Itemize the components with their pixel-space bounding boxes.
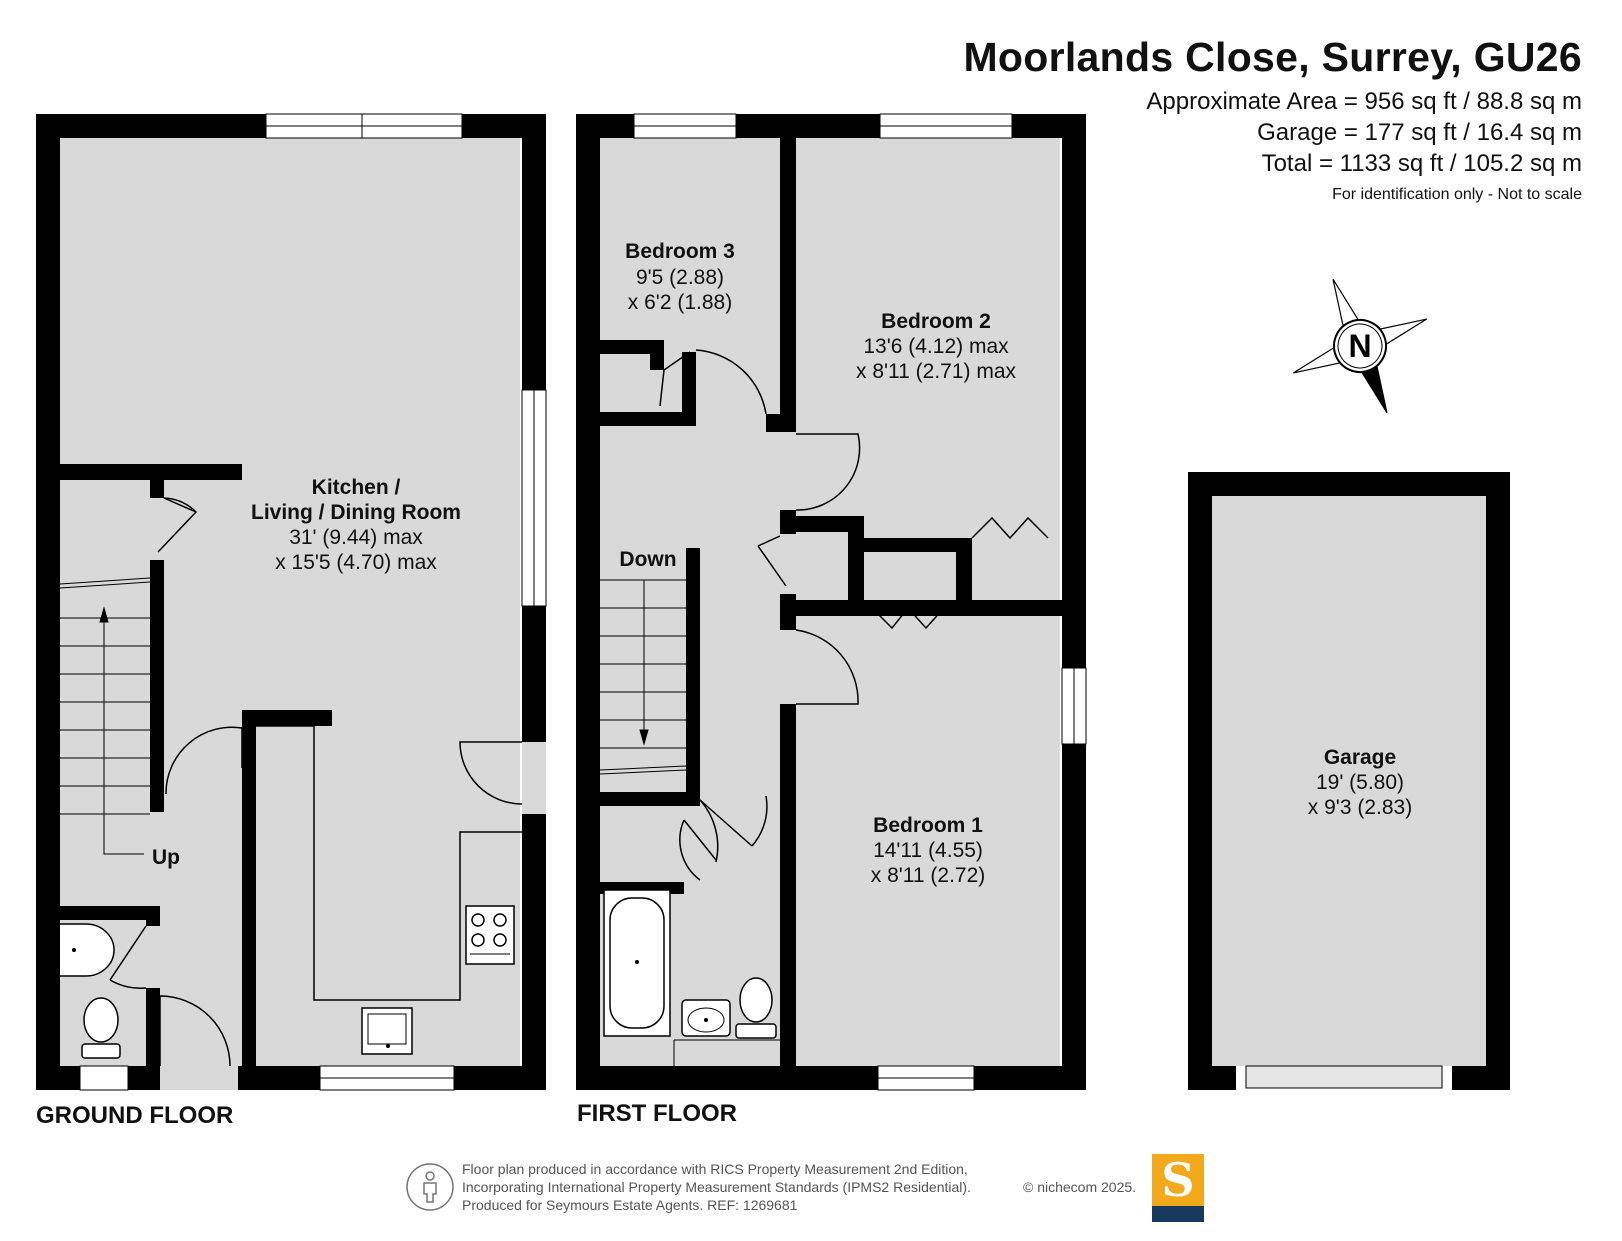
- internal-wall: [146, 906, 160, 926]
- ground-floor-plan: [36, 113, 547, 1091]
- bedroom3-dimension-2: x 6'2 (1.88): [628, 291, 732, 314]
- door-swing: [795, 629, 859, 705]
- scale-disclaimer: For identification only - Not to scale: [1332, 186, 1582, 203]
- brand-logo-base: [1152, 1206, 1204, 1222]
- door-swing: [165, 726, 243, 795]
- internal-wall: [780, 600, 1062, 616]
- bedroom3-name: Bedroom 3: [625, 240, 735, 263]
- door-swing: [159, 995, 231, 1067]
- door-swing: [109, 925, 147, 989]
- door-swing: [459, 741, 523, 805]
- door-swing: [695, 349, 767, 415]
- bedroom2-dimension-1: 13'6 (4.12) max: [863, 335, 1009, 358]
- toilet-icon: [81, 997, 121, 1059]
- door-swing: [699, 799, 753, 863]
- internal-wall: [780, 516, 864, 532]
- page-title: Moorlands Close, Surrey, GU26: [963, 34, 1582, 80]
- brand-logo-letter: S: [1152, 1154, 1204, 1206]
- internal-wall: [650, 340, 664, 370]
- internal-wall: [600, 412, 696, 426]
- internal-wall: [150, 480, 164, 498]
- footer-notes: Floor plan produced in accordance with R…: [462, 1160, 971, 1214]
- kitchen-counter: [256, 725, 522, 1001]
- internal-wall: [600, 340, 664, 354]
- bath-icon: [603, 889, 671, 1037]
- garage-dimension-2: x 9'3 (2.83): [1308, 796, 1412, 819]
- bedroom2-dimension-2: x 8'11 (2.71) max: [856, 360, 1017, 383]
- door-swing: [795, 433, 861, 511]
- bedroom1-name: Bedroom 1: [873, 814, 983, 837]
- internal-wall: [150, 560, 164, 812]
- garage-door: [1245, 1065, 1443, 1089]
- internal-wall: [242, 710, 256, 1066]
- kitchen-name-line1: Kitchen /: [312, 476, 401, 499]
- window: [79, 1065, 129, 1091]
- door-swing: [157, 497, 198, 553]
- door-swing: [757, 535, 787, 587]
- kitchen-dimension-2: x 15'5 (4.70) max: [275, 551, 437, 574]
- internal-wall: [848, 516, 864, 608]
- ground-floor-area: [60, 138, 520, 1072]
- compass-north-icon: N: [1292, 278, 1428, 414]
- ground-stairs: [59, 577, 151, 855]
- internal-wall: [682, 352, 696, 426]
- door-opening: [522, 742, 546, 814]
- internal-wall: [242, 710, 332, 726]
- bedroom3-dimension-1: 9'5 (2.88): [636, 266, 724, 289]
- garage-dimension-1: 19' (5.80): [1316, 771, 1404, 794]
- kitchen-dimension-1: 31' (9.44) max: [289, 526, 423, 549]
- internal-wall: [60, 464, 242, 480]
- internal-wall: [60, 906, 160, 920]
- stairs-down-label: Down: [619, 548, 676, 571]
- door-swing: [659, 351, 691, 407]
- first-floor-label: FIRST FLOOR: [577, 1100, 737, 1127]
- wardrobe-doors: [971, 516, 1049, 540]
- bedroom2-name: Bedroom 2: [881, 310, 991, 333]
- internal-wall: [956, 538, 972, 608]
- garage-plan: [1188, 472, 1510, 1090]
- internal-wall: [780, 138, 796, 432]
- footer-line-2: Incorporating International Property Mea…: [462, 1179, 971, 1195]
- internal-wall: [780, 704, 796, 1066]
- internal-wall: [766, 414, 796, 432]
- basin-icon: [60, 923, 115, 977]
- door-swing: [679, 819, 717, 881]
- first-floor-plan: [576, 113, 1087, 1091]
- first-stairs: [599, 579, 687, 775]
- stairs-up-label: Up: [152, 846, 180, 869]
- total-area: Total = 1133 sq ft / 105.2 sq m: [1261, 150, 1582, 177]
- footer-line-1: Floor plan produced in accordance with R…: [462, 1161, 968, 1177]
- internal-wall: [600, 792, 700, 806]
- compass-label: N: [1348, 328, 1371, 364]
- garage-area: Garage = 177 sq ft / 16.4 sq m: [1257, 119, 1582, 146]
- copyright-notice: © nichecom 2025.: [1023, 1179, 1137, 1195]
- ground-floor-label: GROUND FLOOR: [36, 1102, 234, 1129]
- approximate-area: Approximate Area = 956 sq ft / 88.8 sq m: [1146, 88, 1582, 115]
- internal-wall: [146, 988, 160, 1066]
- bedroom1-dimension-2: x 8'11 (2.72): [871, 864, 986, 887]
- kitchen-name-line2: Living / Dining Room: [251, 501, 461, 524]
- internal-wall: [864, 538, 972, 552]
- hob-icon: [465, 905, 515, 965]
- garage-name: Garage: [1324, 746, 1396, 769]
- footer-line-3: Produced for Seymours Estate Agents. REF…: [462, 1197, 798, 1213]
- front-door-opening: [160, 1066, 238, 1090]
- brand-logo: S: [1152, 1154, 1204, 1222]
- internal-wall: [686, 548, 700, 806]
- basin-icon: [681, 999, 731, 1037]
- garage-area: [1212, 496, 1486, 1068]
- bedroom1-dimension-1: 14'11 (4.55): [873, 839, 983, 862]
- person-icon: [406, 1163, 454, 1211]
- wardrobe-doors: [871, 606, 945, 630]
- sink-icon: [361, 1007, 413, 1055]
- toilet-icon: [735, 977, 777, 1039]
